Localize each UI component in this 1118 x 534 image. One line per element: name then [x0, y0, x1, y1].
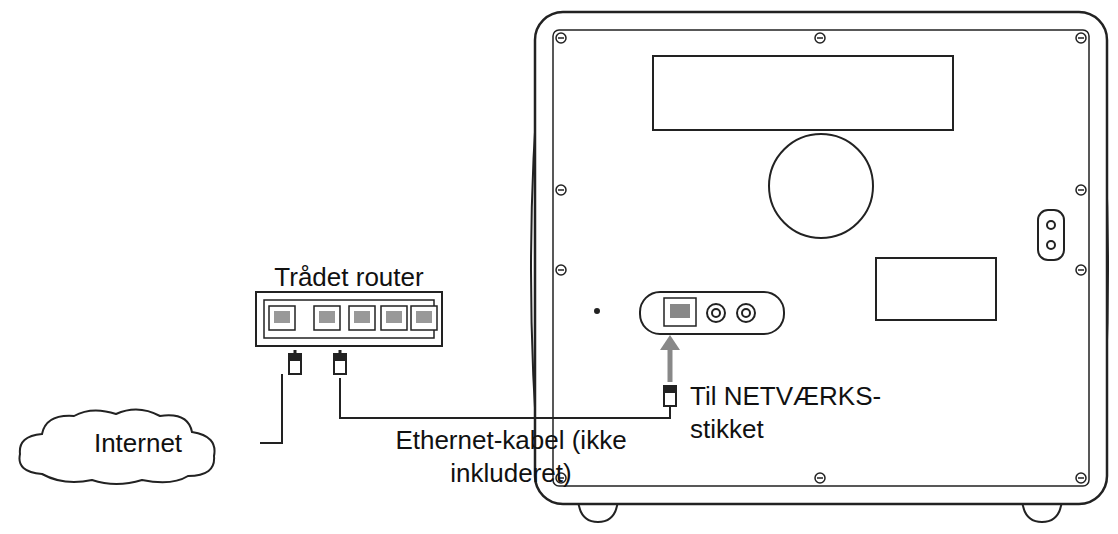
- router-heading: Trådet router: [252, 262, 446, 293]
- internet-cloud: Internet: [12, 404, 264, 486]
- cable-connector: [260, 374, 282, 443]
- jack-label: Til NETVÆRKS- stikket: [690, 380, 905, 445]
- cable-label: Ethernet-kabel (ikke inkluderet): [395, 424, 627, 489]
- router-box: Trådet router: [252, 262, 446, 350]
- cloud-label: Internet: [12, 404, 264, 459]
- router-body: [252, 290, 446, 350]
